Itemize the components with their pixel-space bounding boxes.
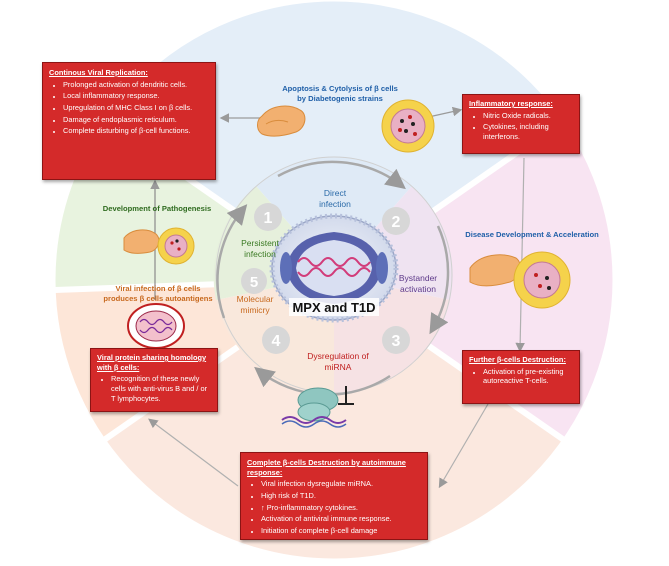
label-apoptosis: Apoptosis & Cytolysis of β cells by Diab… xyxy=(270,84,410,104)
box-inflammatory-list: Nitric Oxide radicals. Cytokines, includ… xyxy=(469,111,573,142)
box-viral-protein-title: Viral protein sharing homology with β ce… xyxy=(97,353,207,372)
label-viral-infection-line2: produces β cells autoantigens xyxy=(103,293,213,303)
label-apoptosis-line2: by Diabetogenic strains xyxy=(297,93,383,103)
label-bystander-1: Bystander xyxy=(399,273,437,283)
list-item: High risk of T1D. xyxy=(261,491,421,501)
label-apoptosis-line1: Apoptosis & Cytolysis of β cells xyxy=(282,84,398,93)
list-item: Activation of pre-existing autoreactive … xyxy=(483,367,573,386)
center-title: MPX and T1D xyxy=(292,300,375,315)
label-viral-infection: Viral infection of β cells produces β ce… xyxy=(98,284,218,304)
list-item: Activation of antiviral immune response. xyxy=(261,514,421,524)
virus-icon-small xyxy=(127,303,185,349)
badge-1: 1 xyxy=(264,210,273,227)
sector-peach xyxy=(104,280,564,561)
list-item: Viral infection dysregulate miRNA. xyxy=(261,479,421,489)
label-dysregulation-2: miRNA xyxy=(325,362,352,372)
label-direct-2: infection xyxy=(319,199,351,209)
label-persistent-1: Persistent xyxy=(241,238,279,248)
label-molecular-1: Molecular xyxy=(237,294,274,304)
label-direct-1: Direct xyxy=(324,188,347,198)
list-item: Complete disturbing of β-cell functions. xyxy=(63,126,209,136)
badge-3: 3 xyxy=(392,333,401,350)
mpx-virus-icon xyxy=(269,213,399,323)
box-viral-protein-list: Recognition of these newly cells with an… xyxy=(97,374,211,403)
list-item: Upregulation of MHC Class I on β cells. xyxy=(63,103,209,113)
islet-icon-top xyxy=(381,99,435,153)
pancreas-icon-left xyxy=(123,229,160,254)
label-bystander-2: activation xyxy=(400,284,436,294)
list-item: Initiation of complete β-cell damage xyxy=(261,526,421,536)
box-inflammatory-response: Inflammatory response: Nitric Oxide radi… xyxy=(462,94,580,154)
box-further-destruction: Further β-cells Destruction: Activation … xyxy=(462,350,580,404)
box-inflammatory-title: Inflammatory response: xyxy=(469,99,553,108)
list-item: Cytokines, including interferons. xyxy=(483,122,573,141)
list-item: Recognition of these newly cells with an… xyxy=(111,374,211,403)
box-complete-title: Complete β-cells Destruction by autoimmu… xyxy=(247,458,406,477)
box-further-title: Further β-cells Destruction: xyxy=(469,355,566,364)
sector-blue xyxy=(104,0,564,280)
box-complete-list: Viral infection dysregulate miRNA. High … xyxy=(247,479,421,535)
box-continuous-replication: Continous Viral Replication: Prolonged a… xyxy=(42,62,216,180)
label-disease: Disease Development & Acceleration xyxy=(465,230,599,239)
box-further-list: Activation of pre-existing autoreactive … xyxy=(469,367,573,386)
badge-4: 4 xyxy=(272,333,281,350)
center-title-backing xyxy=(289,298,379,316)
box-continuous-title: Continous Viral Replication: xyxy=(49,68,148,77)
label-development: Development of Pathogenesis xyxy=(102,204,212,213)
box-continuous-list: Prolonged activation of dendritic cells.… xyxy=(49,80,209,136)
pancreas-icon-top xyxy=(257,105,306,137)
list-item: ↑ Pro-inflammatory cytokines. xyxy=(261,503,421,513)
box-viral-protein-homology: Viral protein sharing homology with β ce… xyxy=(90,348,218,412)
islet-icon-right xyxy=(513,251,571,309)
number-badges xyxy=(241,203,410,354)
list-item: Prolonged activation of dendritic cells. xyxy=(63,80,209,90)
label-persistent-2: infection xyxy=(244,249,276,259)
badge-5: 5 xyxy=(250,274,258,291)
list-item: Local inflammatory response. xyxy=(63,91,209,101)
list-item: Nitric Oxide radicals. xyxy=(483,111,573,121)
box-complete-destruction: Complete β-cells Destruction by autoimmu… xyxy=(240,452,428,540)
label-dysregulation-1: Dysregulation of xyxy=(307,351,369,361)
label-viral-infection-line1: Viral infection of β cells xyxy=(115,284,201,293)
list-item: Damage of endoplasmic reticulum. xyxy=(63,115,209,125)
islet-icon-left xyxy=(157,227,195,265)
label-molecular-2: mimicry xyxy=(240,305,270,315)
badge-2: 2 xyxy=(392,214,401,231)
mirna-ribosome-icon xyxy=(281,386,354,428)
